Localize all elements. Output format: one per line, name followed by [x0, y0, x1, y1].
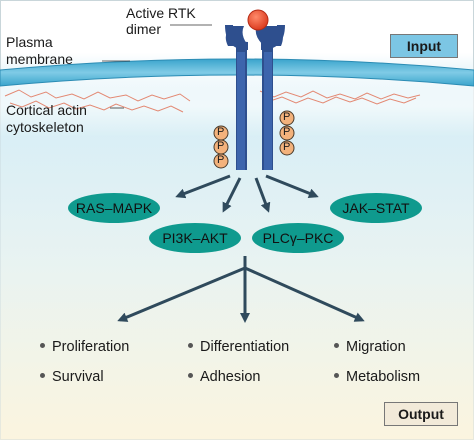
- bullet-icon: [188, 342, 193, 348]
- pathway-plc-pkc: PLCγ–PKC: [262, 230, 334, 246]
- pathway-ras-mapk: RAS–MAPK: [75, 200, 153, 216]
- outcome-label: Adhesion: [200, 369, 261, 385]
- bullet-icon: [188, 372, 193, 378]
- cytoplasm: [0, 61, 474, 440]
- phospho-label: P: [217, 140, 225, 152]
- bullet-icon: [40, 342, 45, 348]
- receptor-label: Active RTK dimer: [126, 5, 196, 37]
- pathway-jak-stat: JAK–STAT: [342, 200, 410, 216]
- rtk-dimer: [225, 25, 285, 170]
- phospho-label: P: [217, 154, 225, 166]
- phospho-label: P: [283, 141, 291, 153]
- ligand: [247, 9, 269, 31]
- outcome-proliferation: Proliferation: [40, 338, 129, 356]
- outcome-adhesion: Adhesion: [188, 368, 260, 386]
- phospho-label: P: [283, 111, 291, 123]
- pathway-nodes: [68, 193, 422, 253]
- input-box: Input: [390, 34, 458, 58]
- actin-label: Cortical actin cytoskeleton: [6, 102, 87, 135]
- phosphate-group: [213, 110, 295, 169]
- outcome-differentiation: Differentiation: [188, 338, 289, 356]
- outcome-label: Differentiation: [200, 339, 290, 355]
- pathway-pi3k-akt: PI3K–AKT: [162, 230, 228, 246]
- output-box: Output: [384, 402, 458, 426]
- outcome-label: Migration: [346, 339, 406, 355]
- bullet-icon: [40, 372, 45, 378]
- outcome-migration: Migration: [334, 338, 406, 356]
- bullet-icon: [334, 342, 339, 348]
- phospho-label: P: [283, 126, 291, 138]
- outcome-survival: Survival: [40, 368, 104, 386]
- outcome-arrows: [117, 256, 365, 323]
- leader-lines: [102, 24, 212, 109]
- activation-arrows: [175, 174, 319, 213]
- outcome-label: Metabolism: [346, 369, 421, 385]
- actin-filaments: [4, 89, 421, 113]
- phospho-label: P: [217, 126, 225, 138]
- outcome-label: Proliferation: [52, 339, 130, 355]
- bullet-icon: [334, 372, 339, 378]
- membrane-label: Plasma membrane: [6, 34, 73, 67]
- outcome-metabolism: Metabolism: [334, 368, 420, 386]
- outcome-label: Survival: [52, 369, 104, 385]
